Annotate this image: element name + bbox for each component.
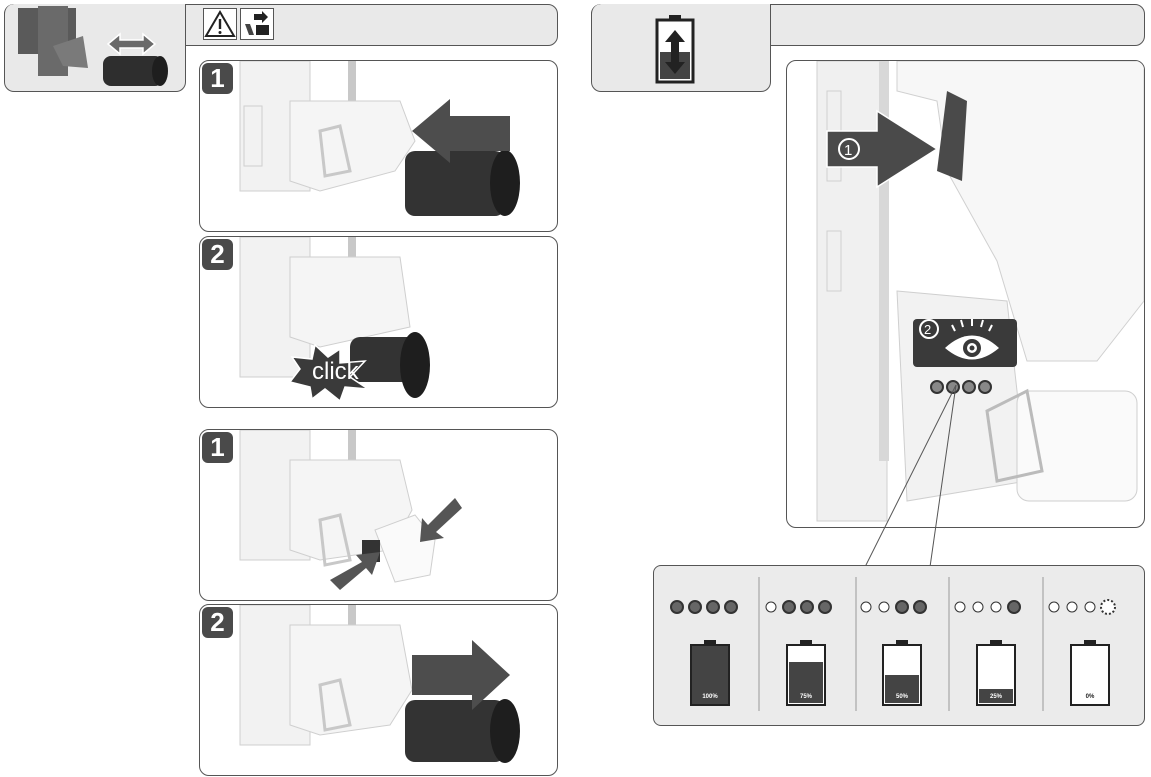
warning-icon <box>203 8 237 40</box>
battery-swap-icon <box>240 8 274 40</box>
battery-level-75: 75% <box>765 600 832 706</box>
step-number-2: 2 <box>202 607 233 638</box>
battery-level-25: 25% <box>954 600 1021 706</box>
step-number-1: 1 <box>202 63 233 94</box>
tool-thumbnail <box>8 6 180 88</box>
panel-remove-step-2: click 2 <box>199 236 558 408</box>
callout-pointer <box>860 385 980 570</box>
led-indicator-group <box>930 380 992 394</box>
eye-icon <box>945 319 999 360</box>
step-1-marker: 1 <box>844 142 852 159</box>
panel-insert-step-1: 1 <box>199 429 558 601</box>
percent-label-25: 25% <box>990 694 1003 700</box>
battery-charge-icon <box>655 14 695 84</box>
step-number-2: 2 <box>202 239 233 270</box>
click-label: click <box>312 358 360 385</box>
percent-label-75: 75% <box>800 694 813 700</box>
panel-insert-step-2: 2 <box>199 604 558 776</box>
battery-level-0: 0% <box>1048 599 1116 706</box>
battery-level-grid: 100% 75% 50% <box>653 565 1143 724</box>
percent-label-50: 50% <box>896 694 909 700</box>
panel-charge-check: 1 2 <box>786 60 1145 528</box>
percent-label-100: 100% <box>702 694 718 700</box>
percent-label-0: 0% <box>1086 694 1095 700</box>
step-2-marker: 2 <box>924 322 931 337</box>
panel-remove-step-1: 1 <box>199 60 558 232</box>
battery-level-50: 50% <box>860 600 927 706</box>
step-number-1: 1 <box>202 432 233 463</box>
battery-level-100: 100% <box>670 600 738 706</box>
